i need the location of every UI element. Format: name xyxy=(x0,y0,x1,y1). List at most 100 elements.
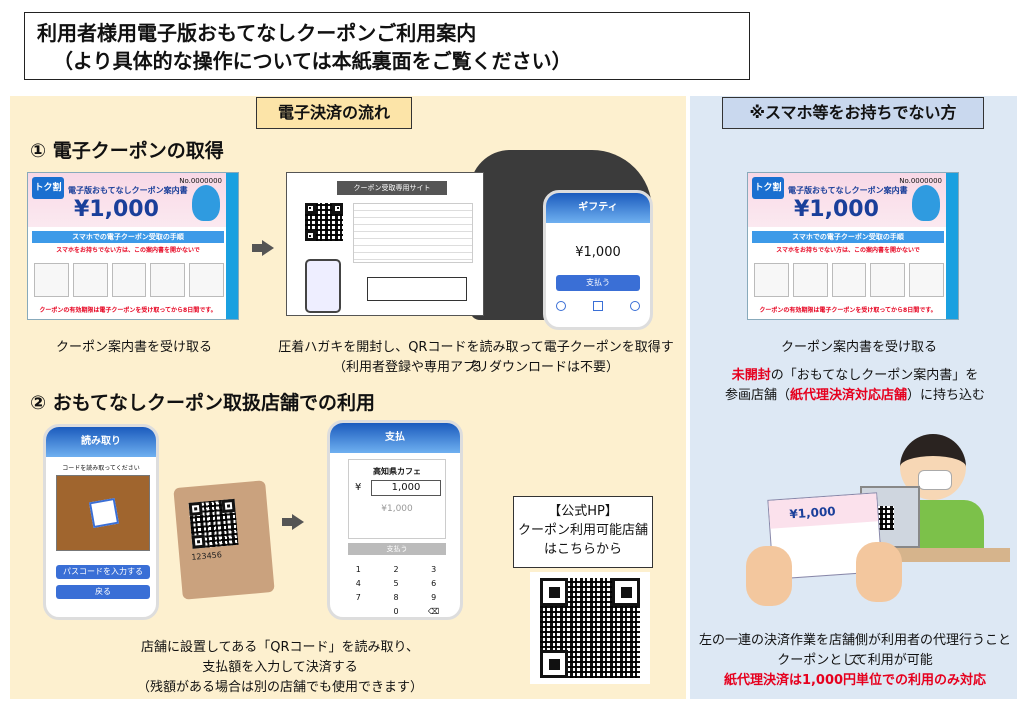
arrow-right-icon xyxy=(252,240,274,256)
right-bottom-1: 左の一連の決済作業を店舗側が利用者の代理行うことで xyxy=(698,633,1011,668)
hp-line3: はこちらから xyxy=(543,542,622,557)
hp-qr-frame xyxy=(530,572,650,684)
hp-qr-code-icon[interactable] xyxy=(540,578,640,678)
camera-view xyxy=(56,475,150,551)
mascot-icon xyxy=(912,185,940,221)
left-hand-icon xyxy=(746,546,792,606)
page-subtitle: （より具体的な操作については本紙裏面をご覧ください） xyxy=(53,49,572,73)
store-illustration: ¥1,000 xyxy=(740,430,1010,606)
coupon-side-strip xyxy=(226,173,238,319)
no-phone-header: ※スマホ等をお持ちでない方 xyxy=(722,97,984,129)
right-hand-icon xyxy=(856,542,902,602)
right-bottom-2: クーポンとして利用が可能 xyxy=(777,653,933,668)
gift-pay-button[interactable]: 支払う xyxy=(556,275,640,291)
coupon-steps-band: スマホでの電子クーポン受取の手順 xyxy=(752,231,944,243)
coupon-step-icons xyxy=(34,263,224,297)
submit-button[interactable]: 支払う xyxy=(348,543,446,555)
right-caption-receive: クーポン案内書を受け取る xyxy=(780,340,937,355)
help-icon[interactable] xyxy=(630,301,640,311)
keypad-key[interactable]: 3 xyxy=(431,565,437,574)
postcard-sheet: クーポン受取専用サイト xyxy=(286,172,484,316)
keypad-key[interactable]: ⌫ xyxy=(428,607,440,616)
yen-sign: ¥ xyxy=(355,482,362,493)
keypad-key[interactable]: 0 xyxy=(393,607,399,616)
unopened-label: 未開封 xyxy=(731,368,771,383)
coupon-amount: ¥1,000 xyxy=(794,197,879,222)
campaign-logo: トク割 xyxy=(32,177,64,199)
bring-text-2a: 参画店舗（ xyxy=(724,388,790,403)
passcode-button[interactable]: パスコードを入力する xyxy=(56,565,150,579)
pay-phone-title: 支払 xyxy=(330,423,460,453)
qr-stand: 123456 xyxy=(173,480,275,600)
clock-icon[interactable] xyxy=(556,301,566,311)
pay-phone: 支払 高知県カフェ ¥ 1,000 ¥1,000 支払う 1 2 3 4 5 6 7 8 9 0 ⌫ xyxy=(327,420,463,620)
official-hp-box: 【公式HP】 クーポン利用可能店舗 はこちらから xyxy=(513,496,653,568)
gift-amount: ¥1,000 xyxy=(575,245,621,260)
coupon-card: トク割 No.0000000 電子版おもてなしクーポン案内書 ¥1,000 スマ… xyxy=(27,172,239,320)
gift-nav xyxy=(556,301,640,313)
keypad-key[interactable]: 6 xyxy=(431,579,437,588)
coupon-number: No.0000000 xyxy=(179,177,222,185)
coupon-title: 電子版おもてなしクーポン案内書 xyxy=(788,186,908,195)
coupon-amount: ¥1,000 xyxy=(74,197,159,222)
arrow-right-icon-2 xyxy=(282,514,304,530)
qr-code-icon xyxy=(305,203,343,241)
caption-store-1: 店舗に設置してある「QRコード」を読み取り、 xyxy=(141,640,419,655)
step2-heading: ② おもてなしクーポン取扱店舗での利用 xyxy=(30,392,375,414)
mascot-icon xyxy=(192,185,220,221)
caption-receive: クーポン案内書を受け取る xyxy=(55,340,212,355)
coupon-warning: スマホをお持ちでない方は、この案内書を開かないで xyxy=(56,247,200,254)
store-code: 123456 xyxy=(191,550,223,562)
shop-name: 高知県カフェ xyxy=(373,467,421,476)
keypad-key[interactable]: 2 xyxy=(393,565,399,574)
step1-heading: ① 電子クーポンの取得 xyxy=(30,140,224,162)
coupon-card-right: トク割 No.0000000 電子版おもてなしクーポン案内書 ¥1,000 スマ… xyxy=(747,172,959,320)
coupon-side-strip xyxy=(946,173,958,319)
scan-prompt: コードを読み取ってください xyxy=(62,465,140,472)
right-bring-2: 参画店舗（紙代理決済対応店舗）に持ち込む xyxy=(700,386,1010,406)
coupon-step-icons xyxy=(754,263,944,297)
campaign-logo: トク割 xyxy=(752,177,784,199)
keypad-key[interactable] xyxy=(340,605,377,617)
keypad-key[interactable]: 9 xyxy=(431,593,437,602)
right-bottom-red: 紙代理決済は1,000円単位での利用のみ対応 xyxy=(723,673,987,688)
keypad-key[interactable]: 1 xyxy=(355,565,361,574)
amount-input[interactable]: 1,000 xyxy=(371,480,441,496)
phone-icon xyxy=(305,259,341,313)
caption-scan: 圧着ハガキを開封し、QRコードを読み取って電子クーポンを取得する xyxy=(278,340,674,375)
coupon-expiry: クーポンの有効期限は電子クーポンを受け取ってから8日間です。 xyxy=(39,307,217,314)
site-instructions xyxy=(353,203,473,263)
mask-icon xyxy=(918,470,952,490)
coupon-expiry: クーポンの有効期限は電子クーポンを受け取ってから8日間です。 xyxy=(759,307,937,314)
gift-phone: ギフティ ¥1,000 支払う xyxy=(543,190,653,330)
site-header: クーポン受取専用サイト xyxy=(337,181,447,195)
code-entry-box xyxy=(367,277,467,301)
page-title: 利用者様用電子版おもてなしクーポンご利用案内 xyxy=(37,21,477,45)
keypad-key[interactable]: 7 xyxy=(355,593,361,602)
keypad-key[interactable]: 8 xyxy=(393,593,399,602)
store-icon[interactable] xyxy=(593,301,603,311)
flow-header: 電子決済の流れ xyxy=(256,97,412,129)
caption-store-2: 支払額を入力して決済する xyxy=(202,660,358,675)
right-bring-1: 未開封の「おもてなしクーポン案内書」を xyxy=(700,366,1010,386)
pay-card: 高知県カフェ ¥ 1,000 ¥1,000 xyxy=(348,459,446,539)
coupon-number: No.0000000 xyxy=(899,177,942,185)
hp-label: 【公式HP】 xyxy=(548,504,618,519)
back-button[interactable]: 戻る xyxy=(56,585,150,599)
caption-store-3: （残額がある場合は別の店舗でも使用できます） xyxy=(136,680,423,695)
coupon-warning: スマホをお持ちでない方は、この案内書を開かないで xyxy=(776,247,920,254)
scan-phone: 読み取り コードを読み取ってください パスコードを入力する 戻る xyxy=(43,424,159,620)
keypad-key[interactable]: 4 xyxy=(355,579,361,588)
coupon-steps-band: スマホでの電子クーポン受取の手順 xyxy=(32,231,224,243)
caption-scan-note: （利用者登録や専用アプリダウンロードは不要） xyxy=(332,360,619,375)
coupon-title: 電子版おもてなしクーポン案内書 xyxy=(68,186,188,195)
balance: ¥1,000 xyxy=(381,504,413,514)
bring-text-2b: ）に持ち込む xyxy=(907,388,986,403)
sticker-icon xyxy=(88,497,120,529)
gift-phone-title: ギフティ xyxy=(546,193,650,223)
paper-store-label: 紙代理決済対応店舗 xyxy=(789,388,907,403)
keypad-key[interactable]: 5 xyxy=(393,579,399,588)
hp-line2: クーポン利用可能店舗 xyxy=(517,523,648,538)
scan-phone-title: 読み取り xyxy=(46,427,156,457)
title-box: 利用者様用電子版おもてなしクーポンご利用案内 （より具体的な操作については本紙裏… xyxy=(24,12,750,80)
